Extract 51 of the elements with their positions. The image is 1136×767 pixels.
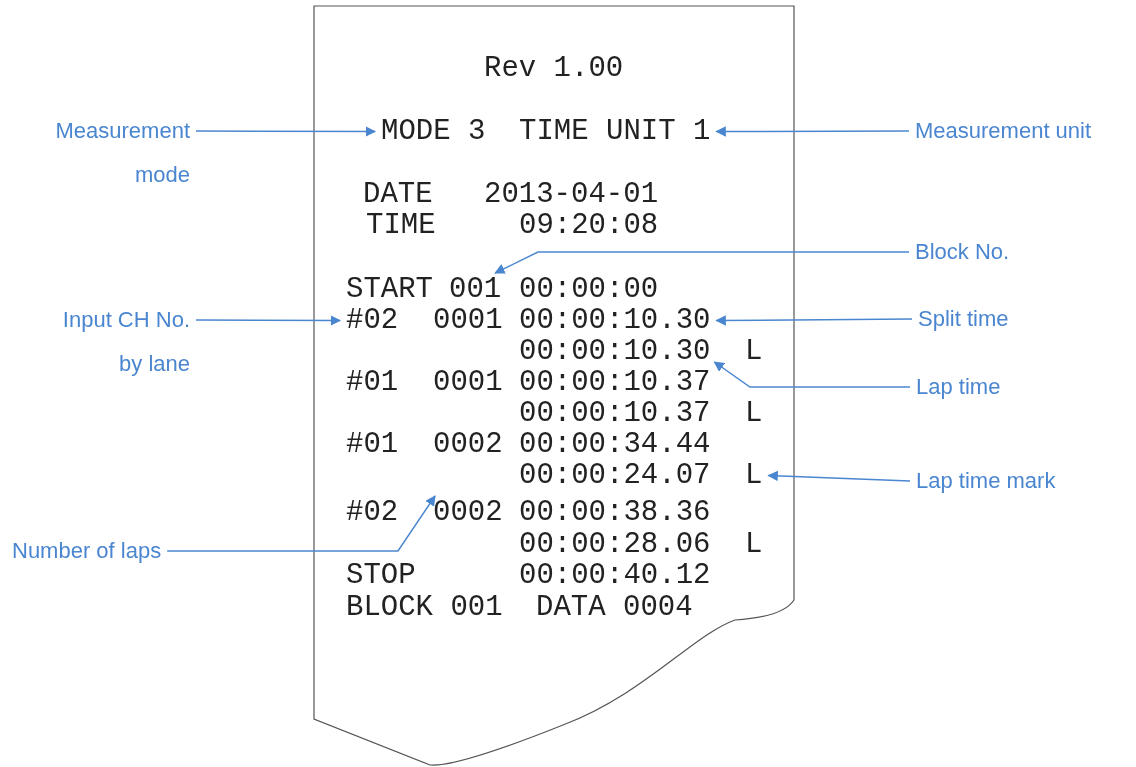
- printed-text: START: [346, 275, 433, 304]
- printed-text: DATE: [363, 180, 433, 209]
- printed-text: L: [745, 337, 763, 366]
- callout-label: Lap time: [916, 365, 1001, 409]
- receipt-paper: [313, 5, 796, 767]
- printed-text: #01: [346, 368, 399, 397]
- callout-label: Measurement mode: [50, 109, 190, 197]
- printed-text: 00:00:10.30: [519, 306, 711, 335]
- printed-text: Rev 1.00: [484, 54, 624, 83]
- leader-arrow: [713, 361, 911, 388]
- printed-text: TIME UNIT 1: [519, 117, 711, 146]
- callout-label: Number of laps: [12, 529, 162, 573]
- printed-text: 09:20:08: [519, 211, 659, 240]
- callout-label: Lap time mark: [916, 459, 1056, 503]
- printed-text: L: [745, 530, 763, 559]
- callout-label: Split time: [918, 297, 1009, 341]
- printed-text: 00:00:28.06: [519, 530, 711, 559]
- leader-arrow: [715, 126, 910, 137]
- leader-arrow: [767, 470, 911, 482]
- printed-text: #01: [346, 430, 399, 459]
- printed-text: MODE 3: [381, 117, 486, 146]
- printed-text: #02: [346, 306, 399, 335]
- printed-text: 00:00:34.44: [519, 430, 711, 459]
- printed-text: DATA 0004: [536, 593, 693, 622]
- printed-text: L: [745, 399, 763, 428]
- callout-label: Measurement unit: [915, 109, 1092, 153]
- printed-text: 001: [449, 275, 502, 304]
- leader-arrow: [494, 251, 910, 274]
- printed-text: 00:00:38.36: [519, 498, 711, 527]
- printed-text: 00:00:10.37: [519, 399, 711, 428]
- printed-text: 00:00:10.37: [519, 368, 711, 397]
- printed-text: 00:00:00: [519, 275, 659, 304]
- leader-arrow: [195, 126, 377, 137]
- leader-arrow: [166, 495, 436, 552]
- printed-text: L: [745, 461, 763, 490]
- printed-text: 0002: [433, 430, 503, 459]
- printed-text: BLOCK 001: [346, 593, 503, 622]
- printed-text: 00:00:10.30: [519, 337, 711, 366]
- leader-arrow: [715, 315, 913, 326]
- printed-text: 00:00:40.12: [519, 561, 711, 590]
- printed-text: 0001: [433, 368, 503, 397]
- printed-text: STOP: [346, 561, 416, 590]
- printed-text: 0002: [433, 498, 503, 527]
- printed-text: 0001: [433, 306, 503, 335]
- callout-label: Block No.: [915, 230, 1010, 274]
- callout-label: Input CH No. by lane: [50, 298, 190, 386]
- printed-text: #02: [346, 498, 399, 527]
- printed-text: 2013-04-01: [484, 180, 659, 209]
- leader-arrow: [195, 315, 342, 326]
- printed-text: TIME: [366, 211, 436, 240]
- printed-text: 00:00:24.07: [519, 461, 711, 490]
